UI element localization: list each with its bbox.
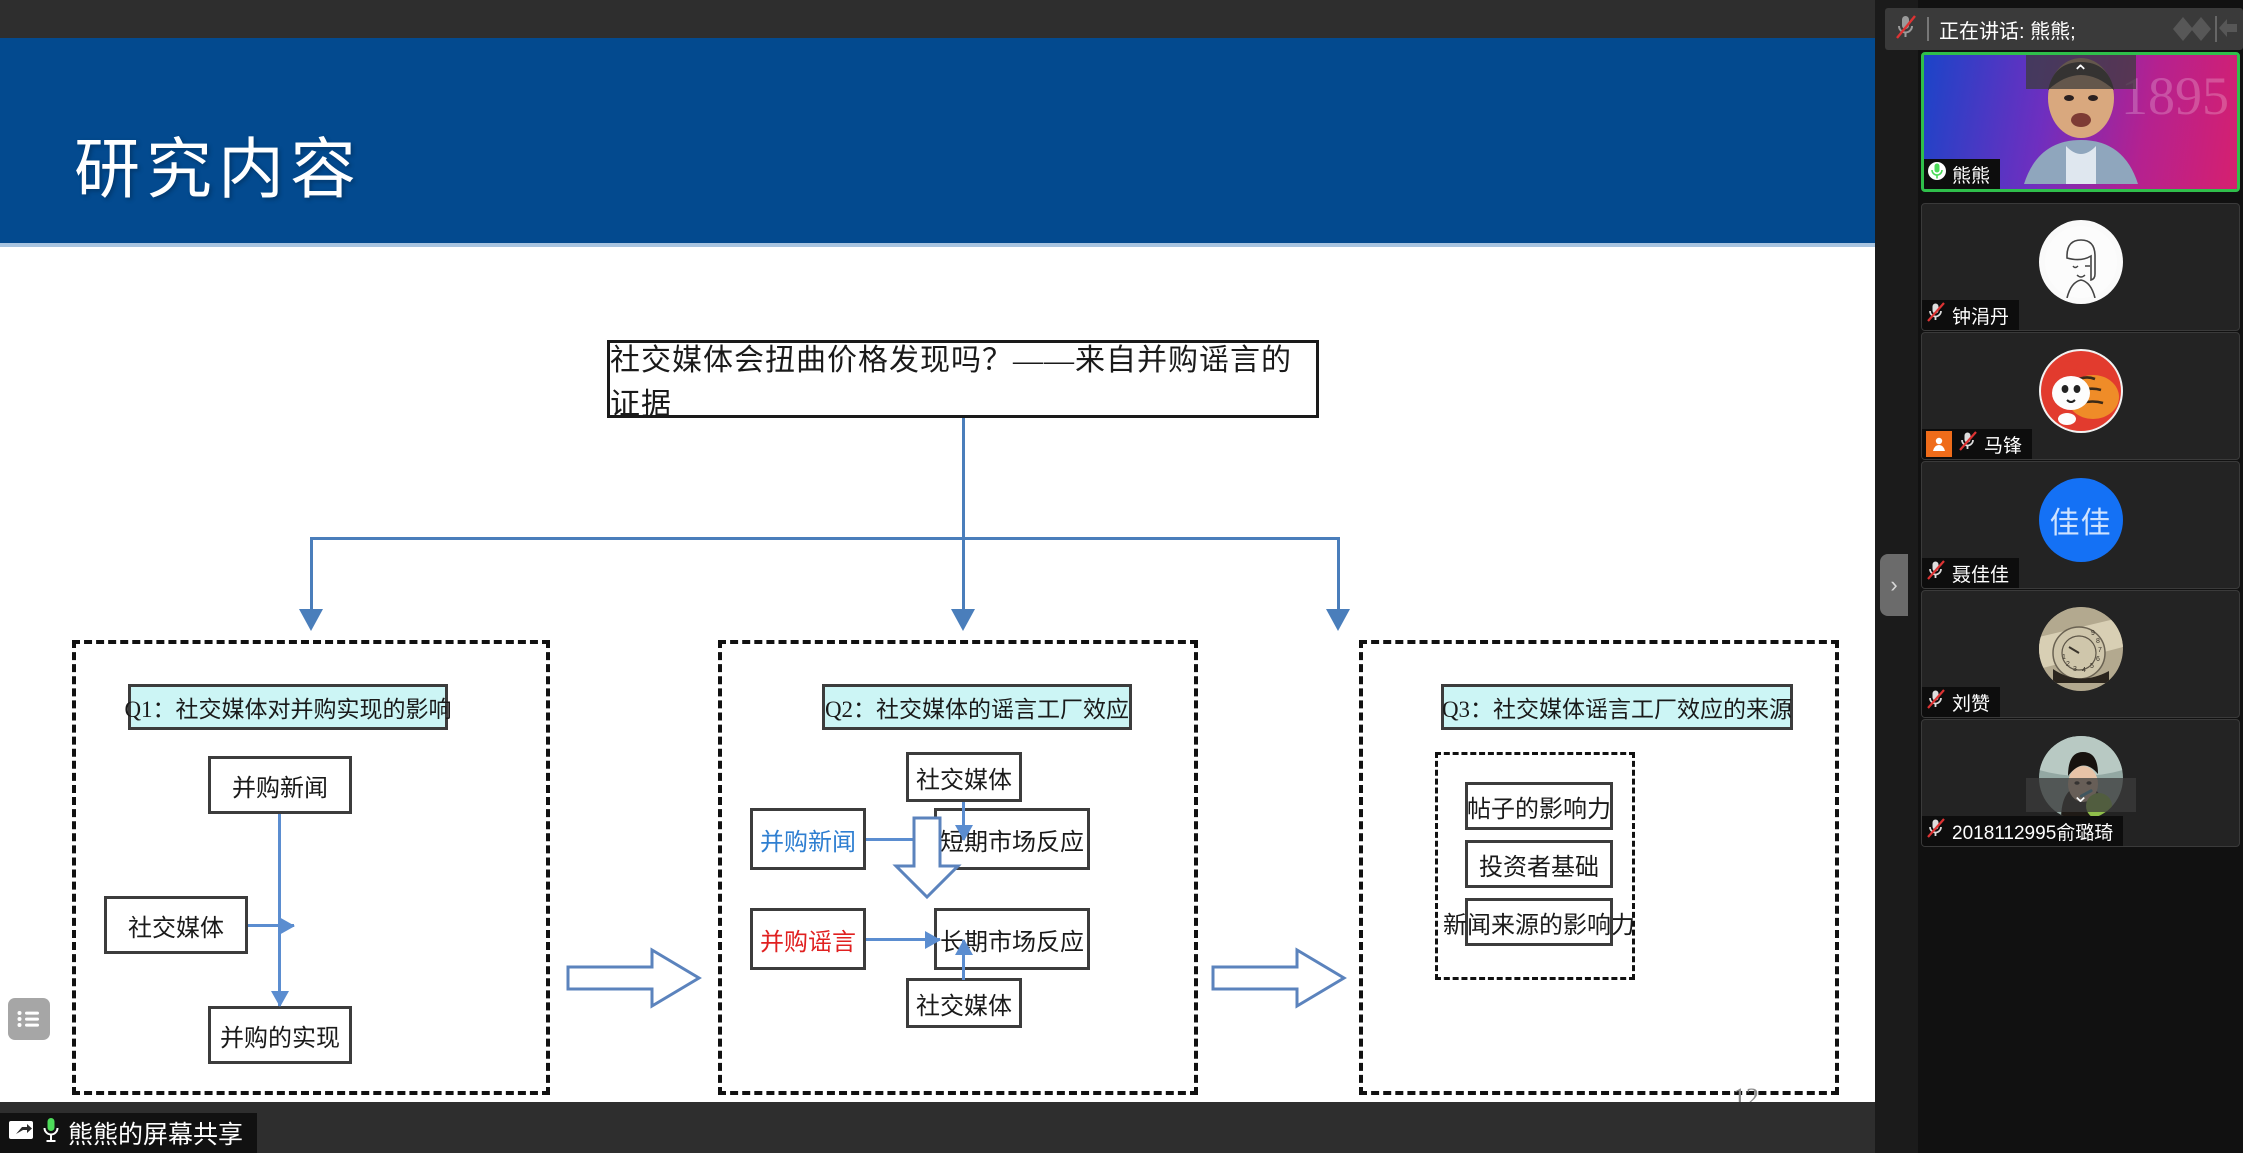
participant-tile-3[interactable]: 佳佳 聂佳佳 xyxy=(1921,461,2240,589)
speaking-bar-divider xyxy=(1927,17,1929,41)
root-question-box: 社交媒体会扭曲价格发现吗？——来自并购谣言的证据 xyxy=(607,340,1319,421)
q2-arrow-rumor-to-long xyxy=(866,938,940,941)
panel-q2: Q2：社交媒体的谣言工厂效应 社交媒体 并购新闻 短期市场反应 并购谣言 长期市… xyxy=(718,640,1198,1095)
q1-node-top: 并购新闻 xyxy=(208,756,352,814)
svg-text:3: 3 xyxy=(2073,666,2077,673)
svg-text:4: 4 xyxy=(2082,667,2086,674)
panel-q1: Q1：社交媒体对并购实现的影响 并购新闻 社交媒体 并购的实现 xyxy=(72,640,550,1095)
mic-on-icon xyxy=(1928,160,1946,188)
tile-name-3: 聂佳佳 xyxy=(1922,558,2020,588)
avatar-2 xyxy=(2038,348,2123,433)
connector-arrowhead-q2 xyxy=(951,609,975,631)
active-speaker-bar: 正在讲话: 熊熊; xyxy=(1885,8,2243,50)
q2-node-bottom-moderator: 社交媒体 xyxy=(906,978,1022,1028)
block-arrow-q2-to-q3 xyxy=(1211,947,1347,1009)
block-arrow-q1-to-q2 xyxy=(566,947,702,1009)
connector-branch-q1 xyxy=(310,537,313,611)
avatar-1 xyxy=(2038,219,2123,304)
tile-name-0: 熊熊 xyxy=(1924,159,2001,189)
q3-header: Q3：社交媒体谣言工厂效应的来源 xyxy=(1441,684,1793,730)
connector-trunk xyxy=(962,418,965,539)
svg-text:2: 2 xyxy=(2066,661,2070,668)
shared-screen-region: 研究内容 社交媒体会扭曲价格发现吗？——来自并购谣言的证据 xyxy=(0,0,1875,1153)
participant-name-4: 刘赞 xyxy=(1952,693,1991,715)
participant-name-2: 马锋 xyxy=(1984,435,2023,457)
participant-tile-5[interactable]: ⌄ 2018112995俞璐琦 xyxy=(1921,719,2240,847)
share-bottom-band xyxy=(0,1102,1875,1153)
q2-big-down-arrow xyxy=(892,816,962,905)
screen-share-chip: 熊熊的屏幕共享 xyxy=(0,1113,258,1153)
q2-header: Q2：社交媒体的谣言工厂效应 xyxy=(822,684,1132,730)
screen-share-icon xyxy=(8,1119,34,1148)
q2-node-rumor: 并购谣言 xyxy=(750,908,866,970)
tile-name-4: 刘赞 xyxy=(1922,687,2001,717)
avatar-3: 佳佳 xyxy=(2038,477,2123,562)
connector-branch-q3 xyxy=(1337,537,1340,611)
tile-name-2: 马锋 xyxy=(1922,429,2033,459)
slide-header-underline xyxy=(0,243,1875,247)
connector-crossbar xyxy=(310,537,1340,540)
participant-name-3: 聂佳佳 xyxy=(1952,564,2010,586)
active-speaker-text: 正在讲话: 熊熊; xyxy=(1939,20,2076,43)
connector-arrowhead-q3 xyxy=(1326,609,1350,631)
participant-name-0: 熊熊 xyxy=(1952,165,1991,187)
host-badge-icon xyxy=(1926,431,1952,457)
q1-node-left: 社交媒体 xyxy=(104,896,248,954)
svg-text:6: 6 xyxy=(2096,656,2100,663)
connector-branch-q2 xyxy=(962,537,965,611)
tile-name-5: 2018112995俞璐琦 xyxy=(1922,816,2124,846)
mic-muted-icon xyxy=(1926,559,1946,587)
scroll-up-icon[interactable]: ⌃ xyxy=(2025,55,2136,89)
screen-share-label: 熊熊的屏幕共享 xyxy=(68,1121,244,1149)
participant-name-5: 2018112995俞璐琦 xyxy=(1952,822,2114,844)
q1-header: Q1：社交媒体对并购实现的影响 xyxy=(124,684,452,730)
svg-text:9: 9 xyxy=(2091,630,2095,637)
presentation-slide: 研究内容 社交媒体会扭曲价格发现吗？——来自并购谣言的证据 xyxy=(0,38,1875,1112)
slide-body: 社交媒体会扭曲价格发现吗？——来自并购谣言的证据 xyxy=(0,247,1875,1102)
q2-arrow-moderator-top xyxy=(962,802,965,840)
q1-arrow-vertical xyxy=(278,814,281,1006)
panel-q3: Q3：社交媒体谣言工厂效应的来源 帖子的影响力 投资者基础 新闻来源的影响力 xyxy=(1359,640,1839,1095)
list-menu-icon[interactable] xyxy=(8,998,50,1040)
video-background-logo: 1895 xyxy=(2121,67,2229,126)
share-top-band xyxy=(0,0,1875,38)
mic-on-icon xyxy=(41,1116,61,1151)
scroll-down-icon[interactable]: ⌄ xyxy=(2025,778,2136,812)
participant-tile-1[interactable]: 钟涓丹 xyxy=(1921,203,2240,331)
participant-tile-2[interactable]: 马锋 xyxy=(1921,332,2240,460)
window-corner-glyphs xyxy=(2165,14,2237,44)
slide-title: 研究内容 xyxy=(74,134,362,207)
mic-muted-icon xyxy=(1926,688,1946,716)
participant-tile-0[interactable]: 1895 ⌃ 熊熊 xyxy=(1921,52,2240,192)
svg-text:8: 8 xyxy=(2096,638,2100,645)
q1-arrow-moderator xyxy=(248,924,294,927)
q2-node-news: 并购新闻 xyxy=(750,808,866,870)
slide-header-band xyxy=(0,38,1875,243)
q3-item-2: 新闻来源的影响力 xyxy=(1443,898,1635,946)
q2-node-top-moderator: 社交媒体 xyxy=(906,752,1022,802)
q2-arrow-moderator-bottom xyxy=(962,940,965,980)
connector-arrowhead-q1 xyxy=(299,609,323,631)
mic-muted-icon xyxy=(1895,13,1917,46)
participant-name-1: 钟涓丹 xyxy=(1952,306,2010,328)
mic-muted-icon xyxy=(1926,301,1946,329)
svg-text:5: 5 xyxy=(2090,663,2094,670)
svg-text:7: 7 xyxy=(2098,647,2102,654)
mic-muted-icon xyxy=(1958,430,1978,458)
mic-muted-icon xyxy=(1926,817,1946,845)
svg-text:1: 1 xyxy=(2062,654,2066,661)
q2-arrow-news-to-short xyxy=(866,838,940,841)
tile-name-1: 钟涓丹 xyxy=(1922,300,2020,330)
chevron-right-icon[interactable]: › xyxy=(1880,554,1908,616)
q3-inner-dashed-box xyxy=(1435,752,1635,980)
q3-item-0: 帖子的影响力 xyxy=(1465,782,1613,830)
q3-item-1: 投资者基础 xyxy=(1465,840,1613,888)
q1-node-bottom: 并购的实现 xyxy=(208,1006,352,1064)
